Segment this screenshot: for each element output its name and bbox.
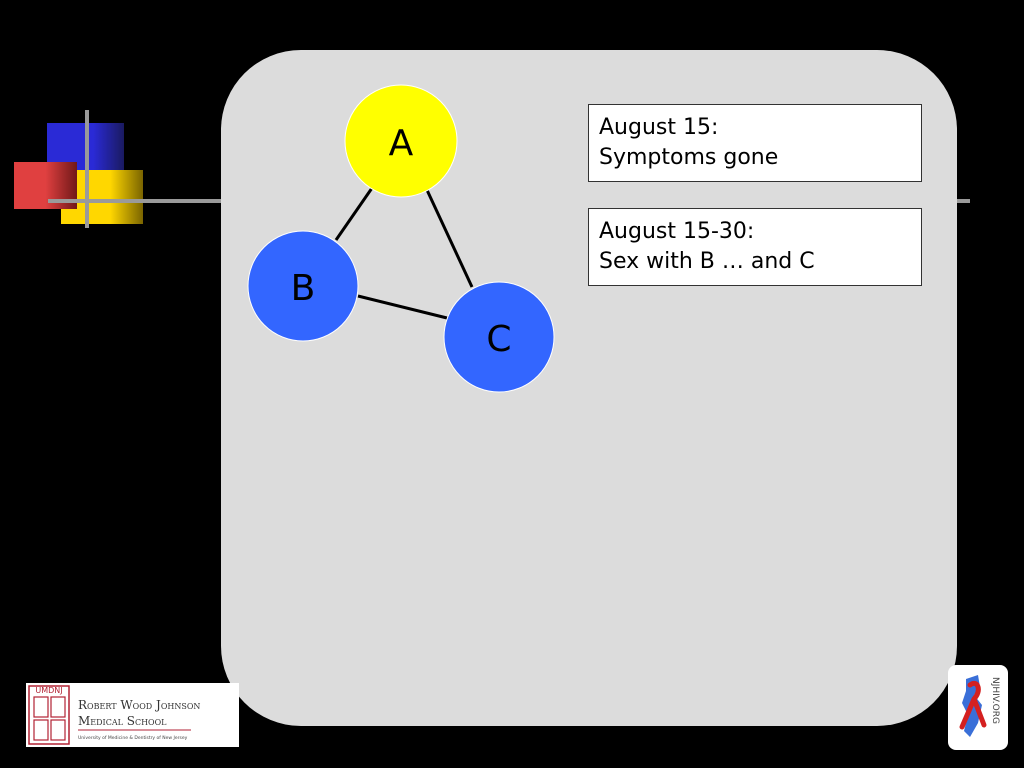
rwj-name-line1: Robert Wood Johnson bbox=[78, 698, 200, 712]
tooth-icon bbox=[50, 719, 66, 741]
node-a bbox=[344, 84, 458, 198]
note-box-symptoms: August 15: Symptoms gone bbox=[588, 104, 922, 182]
node-b-label: B bbox=[291, 268, 316, 309]
rwj-name-line2: Medical School bbox=[78, 714, 167, 728]
edge-b-c bbox=[357, 294, 448, 320]
edge-a-c bbox=[425, 189, 474, 288]
book-icon bbox=[50, 696, 66, 718]
note-date: August 15: bbox=[599, 115, 719, 140]
njhiv-text: NJHIV.ORG bbox=[990, 677, 1000, 724]
caduceus-icon bbox=[33, 696, 49, 718]
red-ribbon-icon bbox=[959, 681, 987, 730]
njhiv-logo: NJHIV.ORG bbox=[948, 665, 1008, 750]
note-date: August 15-30: bbox=[599, 219, 755, 244]
decorative-vertical-line bbox=[85, 110, 89, 228]
rwj-medical-school-logo: UMDNJ Robert Wood Johnson Medical School… bbox=[26, 683, 239, 747]
node-a-label: A bbox=[389, 123, 414, 164]
edge-a-b bbox=[334, 187, 374, 241]
rwj-subtitle: University of Medicine & Dentistry of Ne… bbox=[78, 735, 188, 741]
note-box-contacts: August 15-30: Sex with B … and C bbox=[588, 208, 922, 286]
flask-icon bbox=[33, 719, 49, 741]
note-text: Sex with B … and C bbox=[599, 249, 815, 274]
node-c bbox=[443, 281, 555, 393]
njhiv-logo-graphic: NJHIV.ORG bbox=[959, 675, 1000, 737]
umdnj-text: UMDNJ bbox=[35, 686, 62, 695]
note-text: Symptoms gone bbox=[599, 145, 779, 170]
node-c-label: C bbox=[486, 319, 511, 360]
rwj-logo-graphic: UMDNJ Robert Wood Johnson Medical School… bbox=[28, 685, 200, 745]
node-b bbox=[247, 230, 359, 342]
